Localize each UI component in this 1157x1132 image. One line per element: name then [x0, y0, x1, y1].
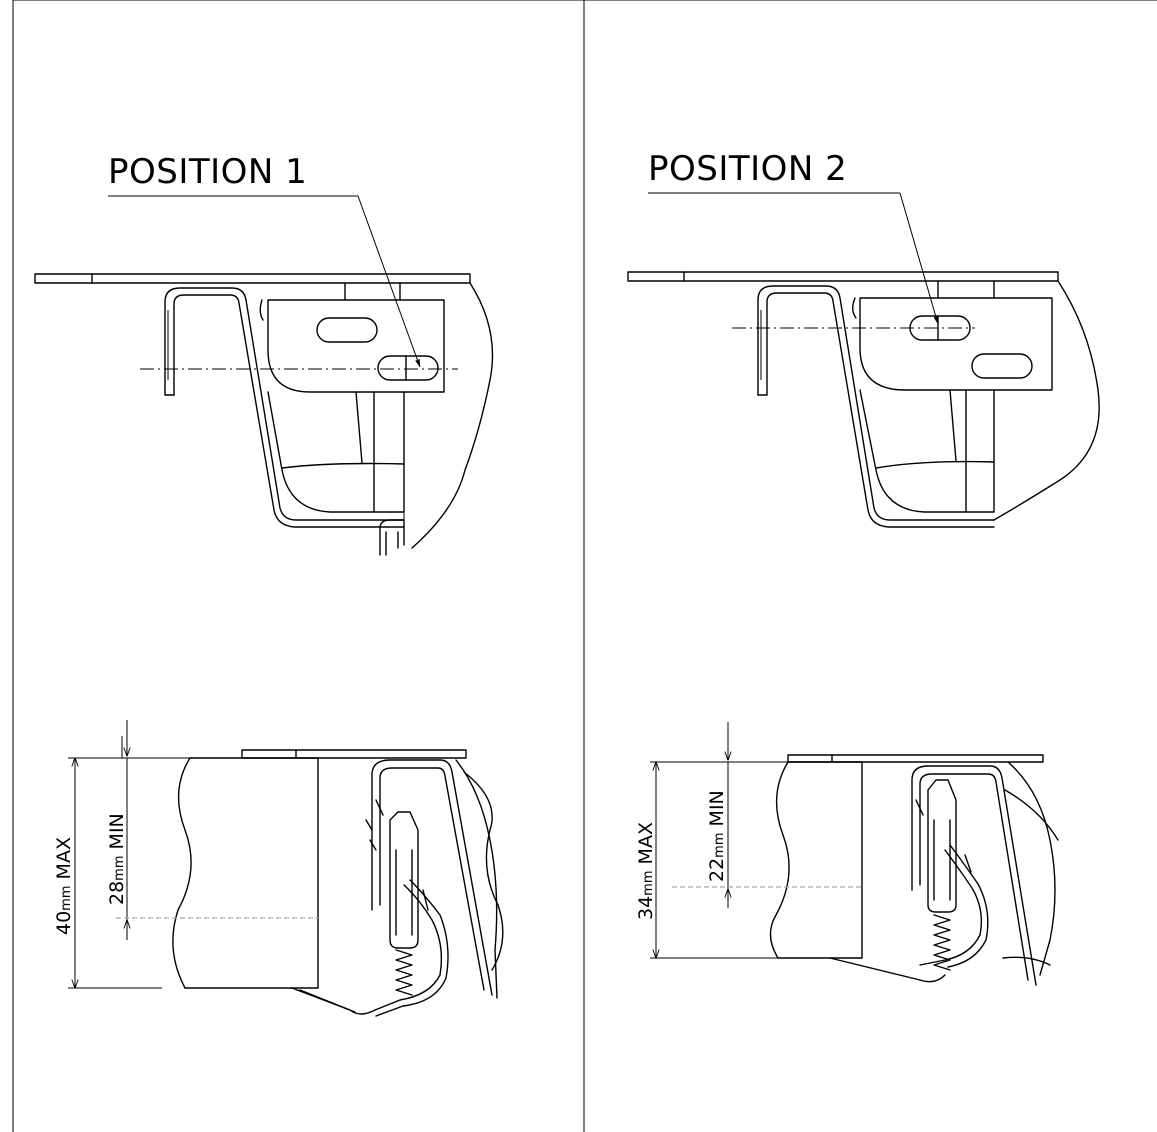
position-1-bottom-view [172, 749, 504, 1017]
dimension-min-label: 28mm MIN [106, 813, 128, 905]
sheet-frame [12, 0, 1157, 1132]
panel-position-2: POSITION 2 [627, 149, 1100, 986]
position-2-leader [899, 192, 939, 325]
position-2-dimensions: 34mm MAX 22mm MIN [635, 722, 862, 959]
position-2-title: POSITION 2 [648, 149, 847, 189]
position-1-leader [357, 195, 421, 368]
dimension-max-label: 34mm MAX [635, 822, 657, 920]
position-2-top-view [627, 271, 1100, 528]
position-1-title: POSITION 1 [108, 152, 307, 192]
position-1-dimensions: 40mm MAX 28mm MIN [53, 720, 318, 989]
dimension-max-label: 40mm MAX [53, 837, 75, 935]
dimension-min-label: 22mm MIN [706, 790, 728, 882]
position-2-bottom-view [769, 754, 1059, 986]
panel-position-1: POSITION 1 [34, 152, 504, 1017]
position-1-top-view [34, 273, 494, 556]
